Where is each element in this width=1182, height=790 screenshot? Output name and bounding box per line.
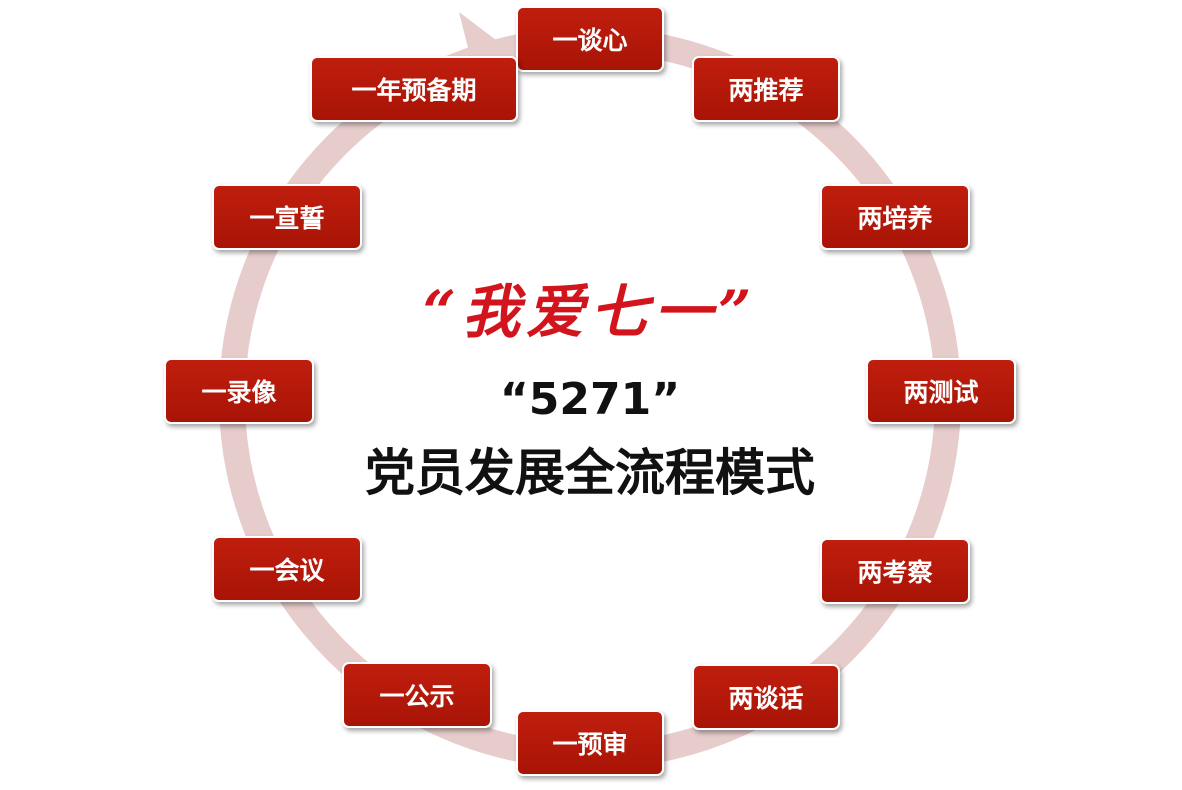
center-code: “5271” [499, 374, 681, 425]
step-xuan-shi: 一宣誓 [212, 184, 362, 250]
step-yu-bei-qi: 一年预备期 [310, 56, 518, 122]
step-liang-tui-jian: 两推荐 [692, 56, 840, 122]
step-liang-kao-cha: 两考察 [820, 538, 970, 604]
center-title: 党员发展全流程模式 [365, 444, 815, 502]
step-tan-xin: 一谈心 [516, 6, 664, 72]
step-lu-xiang: 一录像 [164, 358, 314, 424]
step-yu-shen: 一预审 [516, 710, 664, 776]
step-liang-ce-shi: 两测试 [866, 358, 1016, 424]
center-slogan: “我爱七一” [422, 278, 758, 346]
step-gong-shi: 一公示 [342, 662, 492, 728]
step-hui-yi: 一会议 [212, 536, 362, 602]
step-liang-tan-hua: 两谈话 [692, 664, 840, 730]
step-liang-pei-yang: 两培养 [820, 184, 970, 250]
